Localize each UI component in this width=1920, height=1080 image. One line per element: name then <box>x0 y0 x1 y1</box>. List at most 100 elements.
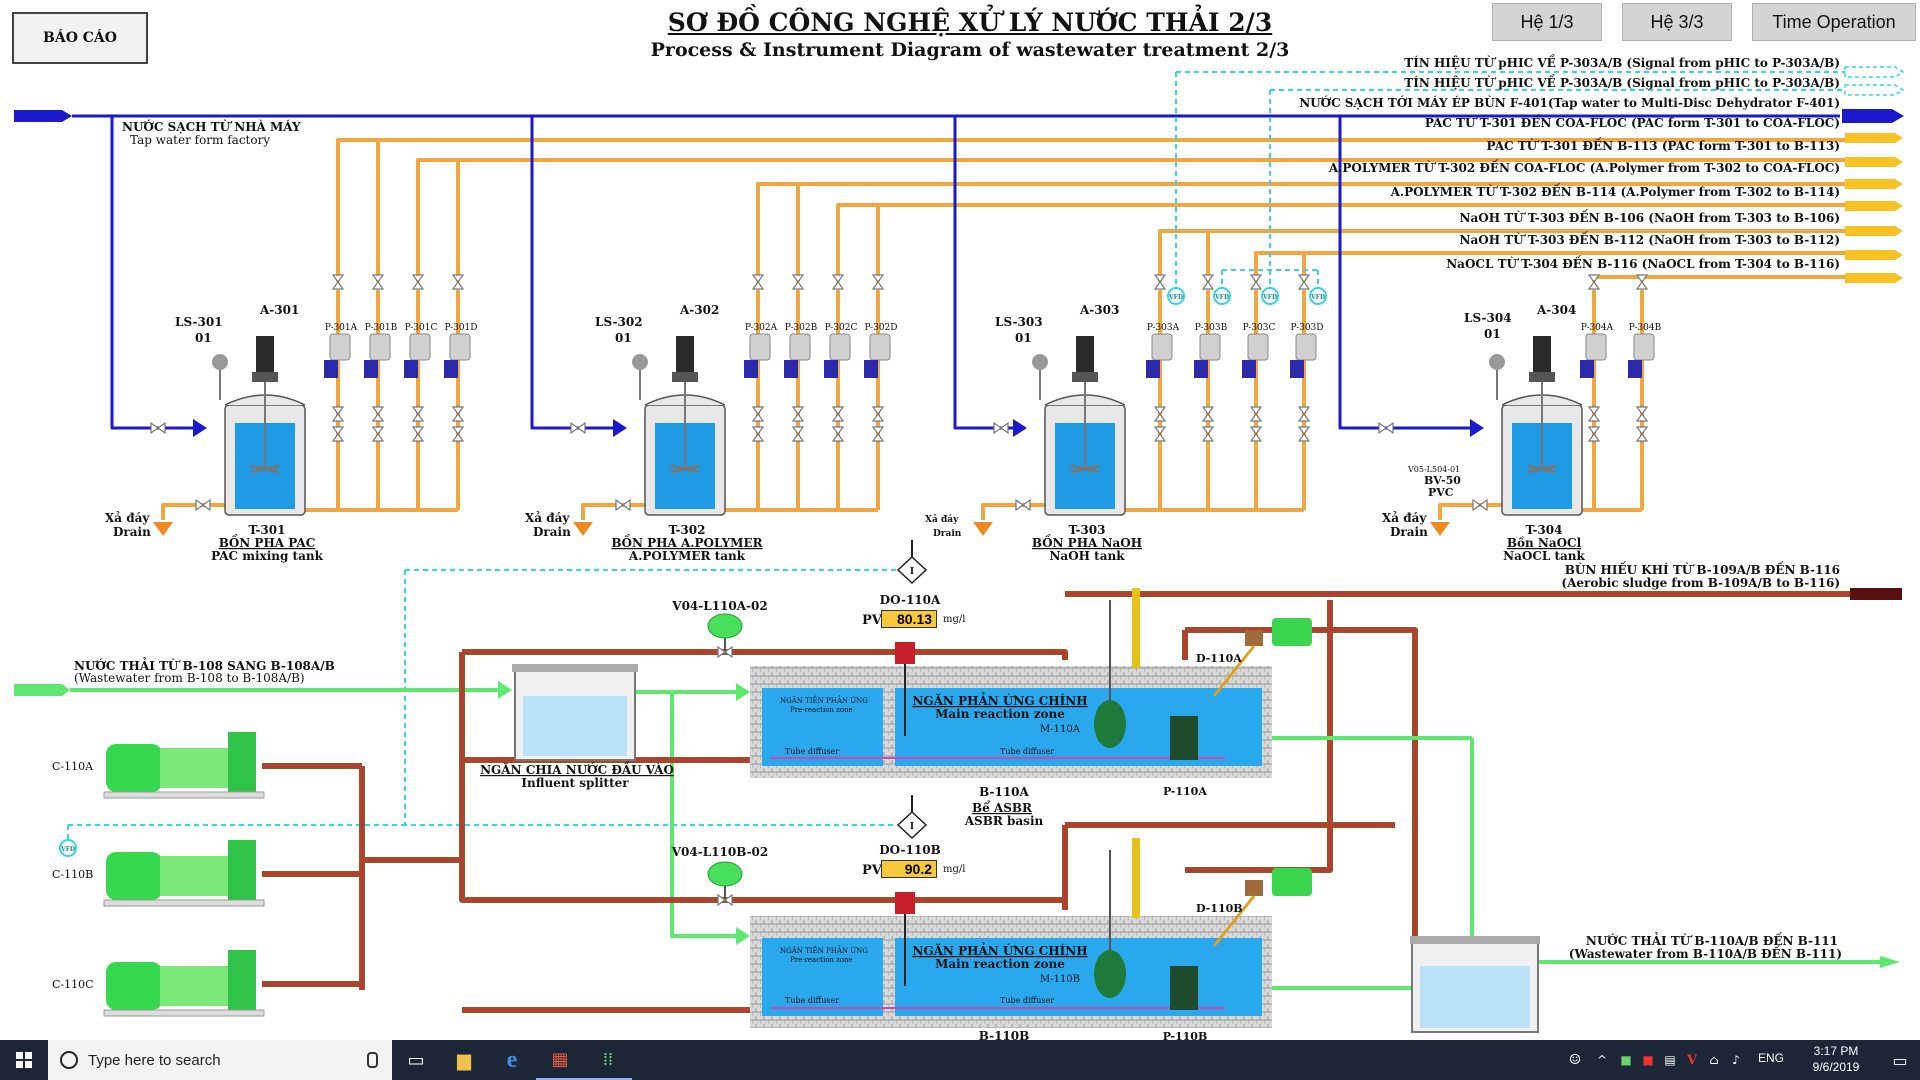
basin-pump-b[interactable] <box>1170 966 1198 1010</box>
pump-suction-valve-P-301C[interactable] <box>411 406 425 422</box>
dosing-pump-head-P-301A[interactable] <box>329 333 351 361</box>
blower-head-C-110B[interactable] <box>228 840 256 904</box>
tank-inlet-valve-1[interactable] <box>570 421 586 435</box>
tray-chevron-up-icon[interactable]: ^ <box>1596 1053 1608 1067</box>
pump-discharge-valve-P-301B[interactable] <box>371 274 385 290</box>
windows-start-icon[interactable] <box>0 1040 48 1080</box>
people-icon[interactable]: ☺ <box>1568 1052 1582 1068</box>
dosing-pump-head-P-302A[interactable] <box>749 333 771 361</box>
decanter-b[interactable] <box>1245 880 1263 896</box>
edge-browser-icon[interactable]: e <box>506 1046 518 1073</box>
scada-app-icon[interactable]: ▦ <box>536 1040 584 1080</box>
dosing-pump-head-P-301B[interactable] <box>369 333 391 361</box>
pump-check-valve-P-301D[interactable] <box>451 426 465 442</box>
time-operation-button[interactable]: Time Operation <box>1752 3 1916 41</box>
pump-suction-valve-P-302B[interactable] <box>791 406 805 422</box>
pump-discharge-valve-P-304B[interactable] <box>1635 274 1649 290</box>
dosing-pump-head-P-303C[interactable] <box>1247 333 1269 361</box>
vfd-indicator-2[interactable] <box>1261 287 1279 305</box>
tank-inlet-valve-3[interactable] <box>1378 421 1394 435</box>
drain-valve-T-303[interactable] <box>1015 498 1031 512</box>
pump-discharge-valve-P-303A[interactable] <box>1153 274 1167 290</box>
pump-check-valve-P-302C[interactable] <box>831 426 845 442</box>
dosing-pump-head-P-304B[interactable] <box>1633 333 1655 361</box>
language-indicator[interactable]: ENG <box>1757 1051 1784 1065</box>
drain-valve-T-301[interactable] <box>195 498 211 512</box>
control-valve-actuator-a[interactable] <box>707 613 743 639</box>
notifications-icon[interactable]: ▭ <box>1892 1050 1908 1070</box>
dosing-pump-head-P-303A[interactable] <box>1151 333 1173 361</box>
tray-device-icon[interactable]: ▤ <box>1664 1053 1676 1067</box>
pump-suction-valve-P-302C[interactable] <box>831 406 845 422</box>
vfd-indicator-1[interactable] <box>1213 287 1231 305</box>
blower-vfd-indicator[interactable] <box>59 839 77 857</box>
drain-valve-T-304[interactable] <box>1472 498 1488 512</box>
pump-suction-valve-P-304B[interactable] <box>1635 406 1649 422</box>
dosing-pump-head-P-303D[interactable] <box>1295 333 1317 361</box>
pump-check-valve-P-303A[interactable] <box>1153 426 1167 442</box>
pump-discharge-valve-P-303B[interactable] <box>1201 274 1215 290</box>
decanter-a[interactable] <box>1245 630 1263 646</box>
pump-check-valve-P-303D[interactable] <box>1297 426 1311 442</box>
pump-check-valve-P-304A[interactable] <box>1587 426 1601 442</box>
mixer-b[interactable] <box>1094 950 1126 998</box>
pump-suction-valve-P-301A[interactable] <box>331 406 345 422</box>
decanter-motor-a[interactable] <box>1272 618 1312 646</box>
pump-discharge-valve-P-303C[interactable] <box>1249 274 1263 290</box>
blower-body-C-110C[interactable] <box>160 966 230 1006</box>
drain-valve-T-302[interactable] <box>615 498 631 512</box>
do-indicator-a[interactable] <box>896 555 928 585</box>
tray-volume-icon[interactable]: ♪ <box>1732 1053 1740 1067</box>
pump-suction-valve-P-303A[interactable] <box>1153 406 1167 422</box>
pump-discharge-valve-P-303D[interactable] <box>1297 274 1311 290</box>
pump-suction-valve-P-304A[interactable] <box>1587 406 1601 422</box>
pump-check-valve-P-303C[interactable] <box>1249 426 1263 442</box>
dosing-pump-head-P-302C[interactable] <box>829 333 851 361</box>
pump-check-valve-P-301C[interactable] <box>411 426 425 442</box>
pump-check-valve-P-302B[interactable] <box>791 426 805 442</box>
pump-discharge-valve-P-302C[interactable] <box>831 274 845 290</box>
dosing-pump-head-P-301D[interactable] <box>449 333 471 361</box>
nav-he-3-button[interactable]: Hệ 3/3 <box>1622 3 1732 41</box>
tray-flag-icon[interactable]: ■ <box>1642 1053 1654 1067</box>
mixer-a[interactable] <box>1094 700 1126 748</box>
control-valve-body-a[interactable] <box>717 645 733 659</box>
blower-head-C-110A[interactable] <box>228 732 256 796</box>
taskbar-search-box[interactable]: Type here to search <box>48 1040 392 1080</box>
dosing-pump-head-P-303B[interactable] <box>1199 333 1221 361</box>
pump-check-valve-P-301A[interactable] <box>331 426 345 442</box>
pump-check-valve-P-303B[interactable] <box>1201 426 1215 442</box>
control-valve-body-b[interactable] <box>717 893 733 907</box>
tray-network-icon[interactable]: ⌂ <box>1709 1053 1719 1067</box>
dosing-pump-head-P-302B[interactable] <box>789 333 811 361</box>
pump-discharge-valve-P-301C[interactable] <box>411 274 425 290</box>
pump-discharge-valve-P-302D[interactable] <box>871 274 885 290</box>
pump-discharge-valve-P-302A[interactable] <box>751 274 765 290</box>
task-view-icon[interactable]: ▭ <box>407 1049 425 1071</box>
taskbar-clock[interactable]: 3:17 PM 9/6/2019 <box>1796 1043 1876 1075</box>
decanter-motor-b[interactable] <box>1272 868 1312 896</box>
pump-discharge-valve-P-304A[interactable] <box>1587 274 1601 290</box>
tank-inlet-valve-2[interactable] <box>993 421 1009 435</box>
pump-suction-valve-P-301D[interactable] <box>451 406 465 422</box>
dosing-pump-head-P-302D[interactable] <box>869 333 891 361</box>
blower-motor-C-110C[interactable] <box>106 962 162 1010</box>
do-probe-head-b[interactable] <box>895 892 915 914</box>
blower-body-C-110B[interactable] <box>160 856 230 896</box>
pump-discharge-valve-P-301A[interactable] <box>331 274 345 290</box>
vfd-indicator-3[interactable] <box>1309 287 1327 305</box>
hmi-app-icon[interactable]: ⁞⁞ <box>584 1040 632 1080</box>
do-probe-head-a[interactable] <box>895 642 915 664</box>
report-button[interactable]: BÁO CÁO <box>12 12 148 64</box>
pump-check-valve-P-302D[interactable] <box>871 426 885 442</box>
pump-check-valve-P-301B[interactable] <box>371 426 385 442</box>
blower-body-C-110A[interactable] <box>160 748 230 788</box>
microphone-icon[interactable] <box>367 1052 378 1068</box>
basin-pump-a[interactable] <box>1170 716 1198 760</box>
do-indicator-b[interactable] <box>896 810 928 840</box>
pump-suction-valve-P-301B[interactable] <box>371 406 385 422</box>
pump-suction-valve-P-303C[interactable] <box>1249 406 1263 422</box>
control-valve-actuator-b[interactable] <box>707 861 743 887</box>
pump-discharge-valve-P-302B[interactable] <box>791 274 805 290</box>
blower-head-C-110C[interactable] <box>228 950 256 1014</box>
